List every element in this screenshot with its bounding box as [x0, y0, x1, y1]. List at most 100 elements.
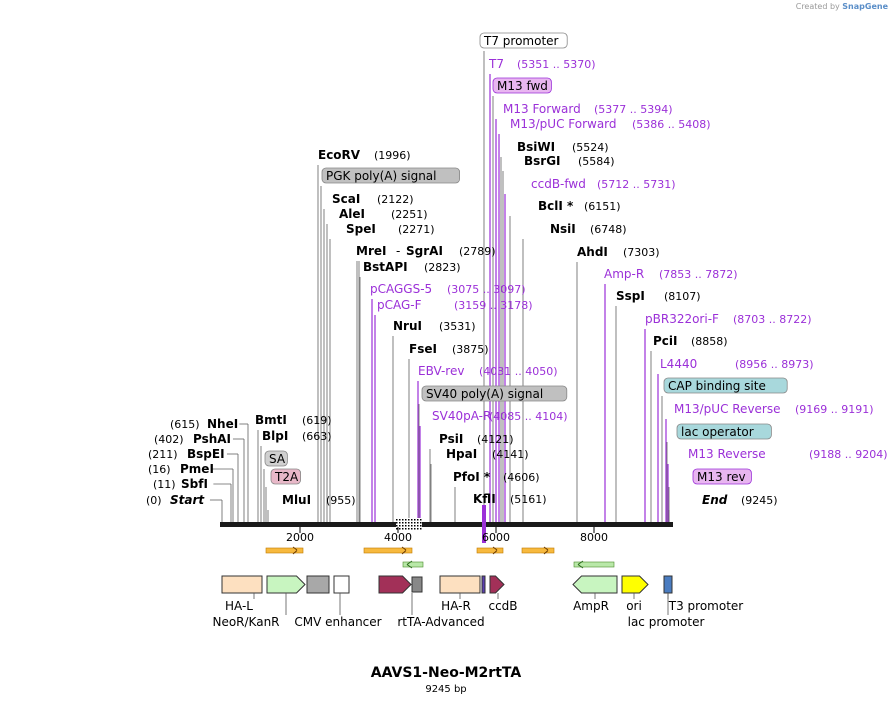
feature-ha-r[interactable] [439, 575, 481, 594]
site-label: M13 Forward [503, 102, 581, 116]
feature-cmv-enhancer[interactable] [306, 575, 330, 594]
feature-attb[interactable] [481, 575, 486, 594]
orf-arrow-reverse[interactable] [402, 561, 424, 568]
site-label: M13/pUC Forward [510, 117, 617, 131]
site-sspi[interactable]: SspI(8107) [616, 289, 701, 303]
site-bmti[interactable]: BmtI(619) [255, 413, 332, 427]
site-range: (0) [146, 494, 162, 507]
site-psii[interactable]: PsiI(4121) [439, 432, 514, 446]
site-lac-operator[interactable]: lac operator [676, 423, 772, 440]
site-spei[interactable]: SpeI(2271) [346, 222, 435, 236]
site-pgk-poly-a-signal[interactable]: PGK poly(A) signal [321, 167, 461, 184]
site-blpi[interactable]: BlpI(663) [262, 429, 332, 443]
site-item[interactable]: - [396, 244, 400, 258]
orf-arrow-head [577, 560, 584, 569]
site-bsiwi[interactable]: BsiWI(5524) [517, 140, 609, 154]
axis-tick-label: 6000 [482, 531, 510, 544]
site-sv40pa-r[interactable]: SV40pA-R(4085 .. 4104) [432, 409, 568, 423]
site-pfoi[interactable]: PfoI *(4606) [453, 470, 540, 484]
site-m13-reverse[interactable]: M13 Reverse(9188 .. 9204) [688, 447, 888, 461]
site-hpai[interactable]: HpaI(4141) [446, 447, 529, 461]
site-end[interactable]: End(9245) [702, 493, 778, 507]
orf-arrow[interactable] [476, 547, 504, 554]
feature-ampr[interactable] [572, 575, 618, 594]
site-sgrai[interactable]: SgrAI(2789) [406, 244, 496, 258]
site-kfli[interactable]: KflI(5161) [473, 492, 547, 506]
site-range: (11) [153, 478, 176, 491]
site-label: T7 [488, 57, 504, 71]
feature-ha-l[interactable] [221, 575, 263, 594]
site-m13-rev[interactable]: M13 rev [692, 468, 752, 485]
site-range: (8956 .. 8973) [735, 358, 814, 371]
site-alei[interactable]: AleI(2251) [339, 207, 428, 221]
site-range: (3075 .. 3097) [447, 283, 526, 296]
site-m13-puc-reverse[interactable]: M13/pUC Reverse(9169 .. 9191) [674, 402, 874, 416]
site-t7-promoter[interactable]: T7 promoter [479, 32, 568, 49]
site-cap-binding-site[interactable]: CAP binding site [663, 377, 788, 394]
site-nhei[interactable]: NheI(615) [170, 417, 238, 431]
site-lines [209, 51, 670, 522]
site-label: M13 rev [697, 470, 746, 484]
site-pcag-f[interactable]: pCAG-F(3159 .. 3178) [377, 298, 533, 312]
site-label: ScaI [332, 192, 360, 206]
site-ecorv[interactable]: EcoRV(1996) [318, 148, 411, 162]
site-nsii[interactable]: NsiI(6748) [550, 222, 627, 236]
site-ahdi[interactable]: AhdI(7303) [577, 245, 660, 259]
site-bstapi[interactable]: BstAPI(2823) [363, 260, 461, 274]
site-range: (4031 .. 4050) [479, 365, 558, 378]
site-mlui[interactable]: MluI(955) [282, 493, 356, 507]
orf-arrow[interactable] [265, 547, 304, 554]
feature-rttA-advanced[interactable] [378, 575, 412, 594]
site-ebv-rev[interactable]: EBV-rev(4031 .. 4050) [418, 364, 558, 378]
site-pshai[interactable]: PshAI(402) [154, 432, 231, 446]
site-mrei[interactable]: MreI [356, 244, 386, 258]
orf-arrow[interactable] [521, 547, 555, 554]
site-bspei[interactable]: BspEI(211) [148, 447, 225, 461]
site-bcli[interactable]: BclI *(6151) [538, 199, 621, 213]
orf-arrow-reverse[interactable] [573, 561, 615, 568]
site-start[interactable]: Start(0) [146, 493, 205, 507]
orf-arrow[interactable] [363, 547, 413, 554]
site-m13-puc-forward[interactable]: M13/pUC Forward(5386 .. 5408) [510, 117, 711, 131]
site-m13-fwd[interactable]: M13 fwd [492, 77, 552, 94]
feature-cmv-box[interactable] [333, 575, 350, 594]
site-label: AleI [339, 207, 365, 221]
snapgene-logo: SnapGene [842, 2, 888, 11]
site-pmei[interactable]: PmeI(16) [148, 462, 214, 476]
feature-ori[interactable] [621, 575, 649, 594]
site-label: PciI [653, 334, 678, 348]
site-range: (5161) [510, 493, 547, 506]
feature-neor-kanr[interactable] [266, 575, 306, 594]
site-sv40-poly-a-signal[interactable]: SV40 poly(A) signal [421, 385, 568, 402]
site-sbfi[interactable]: SbfI(11) [153, 477, 208, 491]
site-label: BclI * [538, 199, 574, 213]
site-range: (4085 .. 4104) [489, 410, 568, 423]
site-pbr322ori-f[interactable]: pBR322ori-F(8703 .. 8722) [645, 312, 812, 326]
orf-arrow-head [406, 560, 413, 569]
site-label: - [396, 244, 400, 258]
site-t7[interactable]: T7(5351 .. 5370) [488, 57, 596, 71]
site-label: M13 Reverse [688, 447, 766, 461]
feature-rtta-tail[interactable] [411, 576, 423, 593]
site-sa[interactable]: SA [264, 450, 288, 467]
site-nrui[interactable]: NruI(3531) [393, 319, 476, 333]
site-m13-forward[interactable]: M13 Forward(5377 .. 5394) [503, 102, 673, 116]
site-ccdb-fwd[interactable]: ccdB-fwd(5712 .. 5731) [531, 177, 676, 191]
site-amp-r[interactable]: Amp-R(7853 .. 7872) [604, 267, 738, 281]
site-range: (1996) [374, 149, 411, 162]
site-t2a[interactable]: T2A [270, 468, 302, 485]
attribution: Created by SnapGene [796, 2, 888, 11]
feature-ccdb[interactable] [489, 575, 505, 594]
site-pcaggs-5[interactable]: pCAGGS-5(3075 .. 3097) [370, 282, 526, 296]
site-scai[interactable]: ScaI(2122) [332, 192, 414, 206]
feature-label-ccdb: ccdB [488, 599, 517, 613]
primer-cluster [482, 505, 486, 543]
feature-label-rtta-advanced: rtTA-Advanced [397, 615, 484, 629]
site-bsrgi[interactable]: BsrGI(5584) [524, 154, 615, 168]
site-fsei[interactable]: FseI(3875) [409, 342, 489, 356]
site-l4440[interactable]: L4440(8956 .. 8973) [660, 357, 814, 371]
feature-t3-promoter[interactable] [663, 575, 673, 594]
site-pcii[interactable]: PciI(8858) [653, 334, 728, 348]
site-box [676, 423, 772, 440]
